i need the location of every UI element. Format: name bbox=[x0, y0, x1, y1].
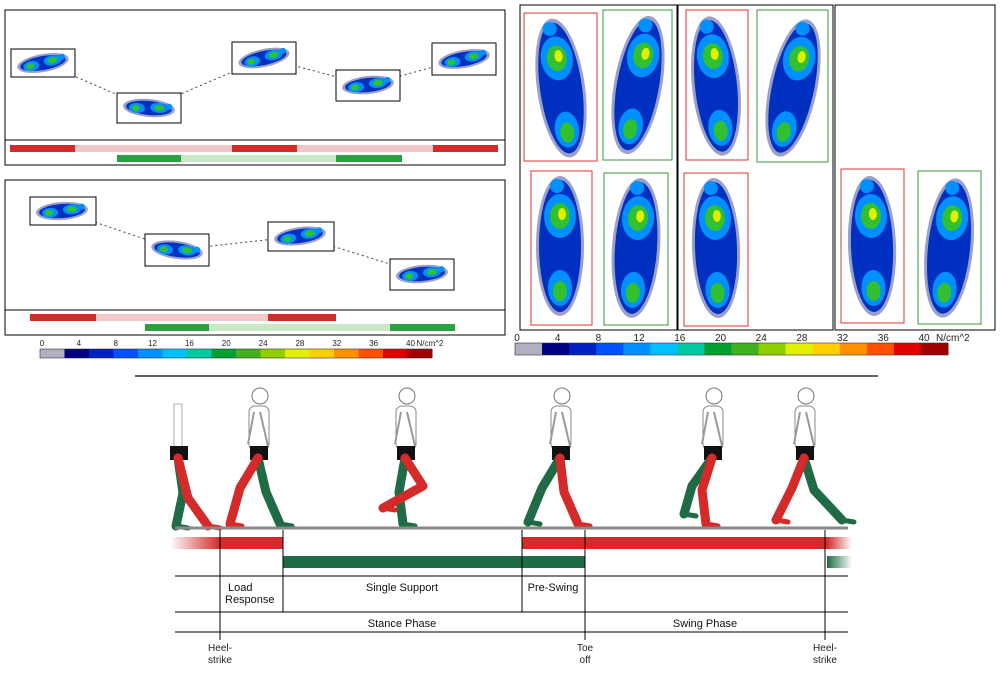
scale-left-tick: 40 bbox=[406, 339, 415, 348]
scale-left-swatch bbox=[285, 349, 310, 358]
left-leg-phase-bar bbox=[283, 556, 852, 568]
walking-figure-3 bbox=[378, 387, 428, 529]
scale-right-swatch bbox=[704, 343, 732, 355]
stance-phase-label: Stance Phase bbox=[368, 618, 437, 630]
scale-right-tick: 8 bbox=[596, 333, 602, 344]
scale-left-swatch bbox=[138, 349, 163, 358]
pressure-scale-right: 0 4 8 12 16 20 24 28 32 36 40 N/cm^2 bbox=[514, 333, 970, 356]
contact-timeline-2 bbox=[30, 314, 455, 331]
scale-right-swatch bbox=[596, 343, 624, 355]
scale-left-swatch bbox=[260, 349, 286, 358]
scale-left-unit: N/cm^2 bbox=[416, 339, 443, 348]
walking-figure-6 bbox=[771, 387, 857, 525]
scale-left-swatch bbox=[211, 349, 237, 358]
scale-right-tick: 12 bbox=[634, 333, 646, 344]
scale-right-tick: 28 bbox=[796, 333, 808, 344]
scale-right-swatch bbox=[839, 343, 868, 355]
scale-right-tick: 20 bbox=[715, 333, 727, 344]
scale-left-tick: 12 bbox=[148, 339, 157, 348]
scale-left-tick: 20 bbox=[222, 339, 231, 348]
heel-strike-label-1: Heel-strike bbox=[208, 643, 232, 666]
scale-right-swatch bbox=[920, 343, 949, 355]
scale-right-swatch bbox=[650, 343, 678, 355]
walking-figure-2 bbox=[225, 387, 295, 529]
scale-left-swatch bbox=[187, 349, 212, 358]
heel-strike-label-2: Heel-strike bbox=[813, 643, 837, 666]
scale-right-swatch bbox=[677, 343, 705, 355]
scale-left-tick: 8 bbox=[113, 339, 118, 348]
scale-left-swatch bbox=[162, 349, 188, 358]
right-leg-phase-bar bbox=[170, 537, 852, 549]
walking-figure-5 bbox=[679, 387, 724, 529]
scale-left-tick: 24 bbox=[259, 339, 268, 348]
scale-right-tick: 36 bbox=[878, 333, 890, 344]
scale-left-swatch bbox=[113, 349, 139, 358]
walking-figure-1 bbox=[170, 403, 223, 531]
scale-right-unit: N/cm^2 bbox=[936, 333, 970, 344]
scale-left-swatch bbox=[236, 349, 261, 358]
scale-right-swatch bbox=[785, 343, 814, 355]
pressure-map-right-5 bbox=[917, 170, 982, 325]
pressure-map-left-2 bbox=[684, 9, 749, 161]
scale-right-swatch bbox=[542, 343, 570, 355]
scale-right-swatch bbox=[866, 343, 895, 355]
pressure-map-panel bbox=[519, 4, 996, 331]
walking-figure-4 bbox=[523, 387, 593, 529]
scale-left-tick: 16 bbox=[185, 339, 194, 348]
scale-left-tick: 4 bbox=[77, 339, 82, 348]
footprint-left-2 bbox=[231, 41, 297, 75]
footprint-right-4 bbox=[389, 258, 455, 291]
scale-right-tick: 40 bbox=[918, 333, 930, 344]
scale-left-swatch bbox=[383, 349, 408, 358]
scale-right-tick: 4 bbox=[555, 333, 561, 344]
scale-right-swatch bbox=[515, 343, 543, 355]
footprint-right-2 bbox=[335, 69, 401, 102]
swing-phase-label: Swing Phase bbox=[673, 618, 737, 630]
pressure-map-right-3 bbox=[603, 172, 669, 326]
scale-left-tick: 28 bbox=[295, 339, 304, 348]
single-support-label: Single Support bbox=[366, 582, 438, 594]
pre-swing-label: Pre-Swing bbox=[528, 582, 579, 594]
scale-right-tick: 16 bbox=[674, 333, 686, 344]
contact-timeline-1 bbox=[10, 145, 498, 162]
scale-left-swatch bbox=[40, 349, 65, 358]
scale-right-tick: 0 bbox=[514, 333, 520, 344]
scale-right-swatch bbox=[812, 343, 841, 355]
pressure-map-left-4 bbox=[683, 172, 749, 327]
scale-left-swatch bbox=[64, 349, 90, 358]
scale-left-tick: 36 bbox=[369, 339, 378, 348]
scale-left-tick: 32 bbox=[332, 339, 341, 348]
scale-left-swatch bbox=[89, 349, 114, 358]
scale-right-swatch bbox=[758, 343, 787, 355]
scale-left-swatch bbox=[407, 349, 433, 358]
footprint-left-5 bbox=[267, 221, 335, 252]
scale-right-tick: 32 bbox=[837, 333, 849, 344]
scale-left-swatch bbox=[358, 349, 384, 358]
scale-left-tick: 0 bbox=[40, 339, 45, 348]
scale-right-swatch bbox=[623, 343, 651, 355]
footprint-walkway-panel-2 bbox=[4, 179, 506, 336]
pressure-map-left-1 bbox=[523, 12, 598, 162]
scale-right-tick: 24 bbox=[756, 333, 768, 344]
pressure-map-left-3 bbox=[530, 170, 593, 326]
pressure-map-left-5 bbox=[840, 168, 905, 324]
footprint-right-3 bbox=[144, 233, 210, 267]
pressure-map-right-1 bbox=[602, 9, 674, 161]
scale-right-swatch bbox=[569, 343, 597, 355]
pressure-map-right-2 bbox=[754, 9, 832, 163]
footprint-left-1 bbox=[10, 48, 76, 78]
footprint-right-1 bbox=[116, 92, 182, 124]
footprint-walkway-panel-1 bbox=[4, 9, 506, 166]
scale-right-swatch bbox=[731, 343, 760, 355]
footprint-left-4 bbox=[29, 196, 97, 226]
scale-left-swatch bbox=[334, 349, 359, 358]
scale-left-swatch bbox=[309, 349, 335, 358]
scale-right-swatch bbox=[893, 343, 922, 355]
footprint-left-3 bbox=[431, 42, 497, 76]
